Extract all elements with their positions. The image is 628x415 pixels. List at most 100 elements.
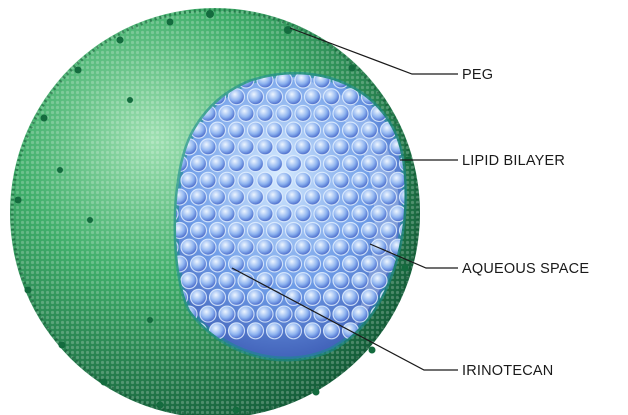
irinotecan-bead [219, 139, 235, 155]
irinotecan-bead [276, 206, 292, 222]
irinotecan-bead [362, 256, 378, 272]
irinotecan-bead [333, 273, 349, 289]
irinotecan-bead [191, 289, 207, 305]
irinotecan-bead [324, 289, 340, 305]
irinotecan-bead [257, 105, 273, 121]
irinotecan-bead [286, 222, 302, 238]
irinotecan-bead [200, 139, 216, 155]
irinotecan-bead [276, 306, 292, 322]
irinotecan-bead [371, 139, 387, 155]
irinotecan-bead [181, 172, 197, 188]
irinotecan-bead [219, 239, 235, 255]
irinotecan-bead [181, 273, 197, 289]
irinotecan-bead [324, 122, 340, 138]
irinotecan-bead [295, 273, 311, 289]
irinotecan-bead [248, 156, 264, 172]
irinotecan-bead [305, 122, 321, 138]
irinotecan-bead [248, 222, 264, 238]
irinotecan-bead [191, 222, 207, 238]
irinotecan-bead [286, 189, 302, 205]
irinotecan-bead [229, 156, 245, 172]
irinotecan-bead [333, 139, 349, 155]
irinotecan-bead [343, 122, 359, 138]
irinotecan-bead [324, 89, 340, 105]
irinotecan-bead [295, 239, 311, 255]
irinotecan-bead [324, 156, 340, 172]
irinotecan-bead [257, 239, 273, 255]
irinotecan-bead [352, 206, 368, 222]
irinotecan-bead [305, 156, 321, 172]
irinotecan-bead [343, 256, 359, 272]
irinotecan-bead [181, 239, 197, 255]
irinotecan-bead [305, 323, 321, 339]
irinotecan-bead [191, 189, 207, 205]
irinotecan-bead [276, 239, 292, 255]
irinotecan-bead [276, 172, 292, 188]
irinotecan-bead [210, 222, 226, 238]
irinotecan-bead [343, 156, 359, 172]
irinotecan-bead [248, 189, 264, 205]
irinotecan-bead [362, 222, 378, 238]
irinotecan-bead [314, 273, 330, 289]
irinotecan-bead [267, 122, 283, 138]
irinotecan-bead [371, 239, 387, 255]
irinotecan-bead [343, 222, 359, 238]
irinotecan-bead [305, 189, 321, 205]
irinotecan-bead [343, 289, 359, 305]
irinotecan-bead [286, 122, 302, 138]
irinotecan-bead [267, 222, 283, 238]
label-peg: PEG [462, 67, 493, 83]
irinotecan-bead [219, 172, 235, 188]
irinotecan-bead [295, 139, 311, 155]
irinotecan-bead [238, 206, 254, 222]
irinotecan-bead [305, 289, 321, 305]
irinotecan-bead [229, 189, 245, 205]
irinotecan-bead [286, 89, 302, 105]
irinotecan-bead [257, 172, 273, 188]
irinotecan-bead [324, 222, 340, 238]
irinotecan-bead [305, 89, 321, 105]
irinotecan-bead [200, 239, 216, 255]
irinotecan-bead [390, 72, 406, 88]
irinotecan-bead [324, 189, 340, 205]
irinotecan-bead [390, 172, 406, 188]
irinotecan-bead [257, 139, 273, 155]
irinotecan-bead [400, 323, 416, 339]
irinotecan-bead [191, 256, 207, 272]
irinotecan-bead [362, 289, 378, 305]
irinotecan-bead [181, 206, 197, 222]
irinotecan-bead [238, 172, 254, 188]
irinotecan-bead [219, 206, 235, 222]
irinotecan-bead [200, 206, 216, 222]
label-irinotecan: IRINOTECAN [462, 363, 553, 379]
irinotecan-bead [381, 189, 397, 205]
irinotecan-bead [200, 306, 216, 322]
irinotecan-bead [248, 256, 264, 272]
irinotecan-bead [219, 273, 235, 289]
irinotecan-bead [267, 323, 283, 339]
irinotecan-bead [238, 139, 254, 155]
irinotecan-bead [210, 189, 226, 205]
irinotecan-bead [352, 239, 368, 255]
irinotecan-bead [295, 105, 311, 121]
irinotecan-bead [314, 172, 330, 188]
irinotecan-bead [229, 323, 245, 339]
irinotecan-bead [381, 222, 397, 238]
irinotecan-bead [229, 222, 245, 238]
irinotecan-bead [286, 323, 302, 339]
irinotecan-bead [295, 172, 311, 188]
irinotecan-bead [229, 289, 245, 305]
irinotecan-bead [352, 105, 368, 121]
irinotecan-bead [333, 206, 349, 222]
irinotecan-bead [333, 105, 349, 121]
irinotecan-bead [286, 156, 302, 172]
irinotecan-bead [333, 306, 349, 322]
irinotecan-bead [210, 122, 226, 138]
irinotecan-bead [267, 289, 283, 305]
irinotecan-bead [362, 122, 378, 138]
irinotecan-bead [219, 105, 235, 121]
irinotecan-bead [248, 289, 264, 305]
irinotecan-bead [257, 206, 273, 222]
irinotecan-bead [210, 289, 226, 305]
